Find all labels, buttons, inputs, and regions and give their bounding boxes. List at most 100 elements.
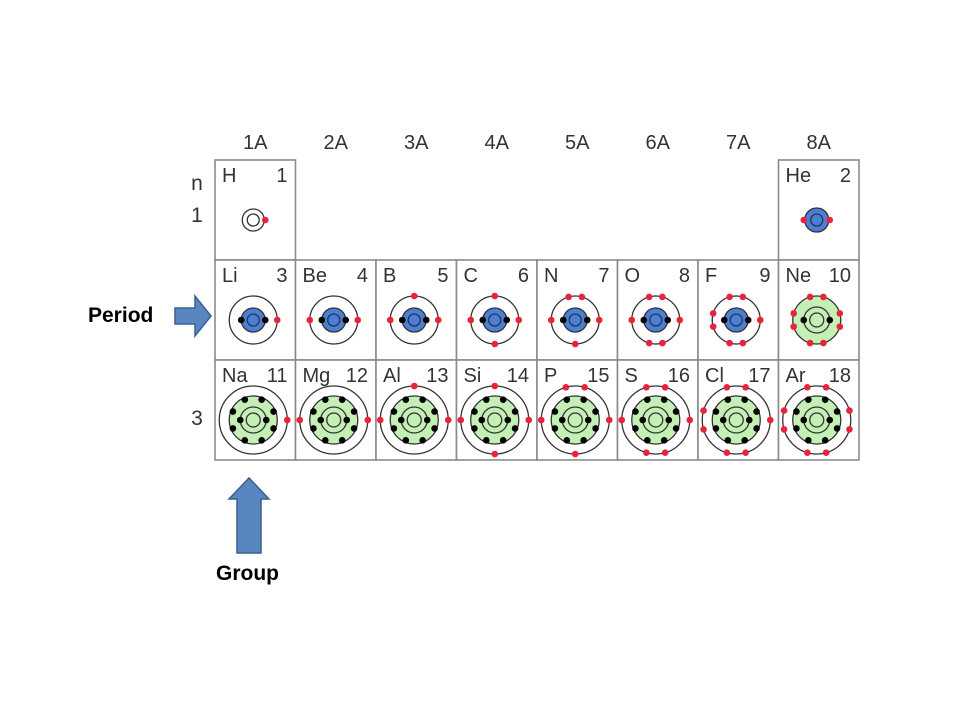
valence-electron — [565, 293, 572, 301]
element-symbol: Li — [222, 265, 238, 287]
inner-electron — [419, 437, 426, 444]
valence-electron — [661, 449, 669, 456]
inner-electron — [741, 396, 748, 403]
group-header-2A: 2A — [324, 132, 349, 154]
valence-electron — [434, 316, 442, 324]
atom-model-icon — [790, 293, 844, 347]
inner-electron — [640, 316, 648, 324]
valence-electron — [806, 293, 814, 301]
valence-electron — [806, 339, 814, 347]
inner-electron — [551, 425, 559, 432]
valence-electron — [354, 316, 362, 324]
inner-electron — [397, 416, 405, 424]
inner-electron — [431, 408, 438, 415]
valence-electron — [742, 384, 749, 391]
valence-electron — [467, 316, 475, 324]
inner-electron — [310, 425, 317, 432]
inner-electron — [229, 425, 237, 432]
valence-electron — [410, 382, 418, 390]
group-header-5A: 5A — [565, 132, 590, 154]
inner-electron — [753, 408, 760, 415]
inner-electron — [402, 437, 410, 444]
atomic-number: 6 — [518, 265, 529, 287]
valence-electron — [525, 416, 533, 424]
inner-electron — [322, 396, 329, 403]
atomic-number: 4 — [357, 265, 368, 287]
inner-electron — [592, 408, 599, 415]
valence-electron — [804, 449, 811, 456]
inner-electron — [258, 437, 265, 444]
inner-electron — [422, 316, 430, 324]
valence-electron — [676, 316, 684, 324]
period-row-labels: n13 — [191, 172, 203, 430]
inner-electron — [390, 425, 398, 432]
valence-electron — [581, 384, 588, 391]
valence-electron — [800, 216, 808, 224]
valence-electron — [364, 416, 372, 424]
atom-model-icon — [306, 295, 362, 345]
inner-electron — [744, 316, 752, 324]
valence-electron — [766, 416, 774, 424]
inner-electron — [583, 316, 591, 324]
inner-electron — [503, 316, 511, 324]
inner-electron — [479, 316, 487, 324]
inner-electron — [241, 396, 249, 403]
inner-electron — [262, 416, 270, 424]
inner-electron — [236, 416, 244, 424]
valence-electron — [515, 316, 523, 324]
valence-electron — [836, 310, 844, 317]
atomic-number: 12 — [346, 365, 368, 387]
inner-electron — [672, 425, 680, 432]
atom-model-icon — [700, 384, 774, 456]
valence-electron — [261, 216, 269, 224]
atomic-number: 15 — [587, 365, 609, 387]
inner-electron — [478, 416, 486, 424]
element-symbol: Be — [303, 265, 327, 287]
atomic-number: 14 — [507, 365, 529, 387]
element-symbol: Mg — [303, 365, 331, 387]
element-symbol: C — [464, 265, 478, 287]
atomic-number: 13 — [426, 365, 448, 387]
inner-electron — [793, 408, 800, 415]
inner-electron — [724, 437, 732, 444]
valence-electron — [739, 339, 747, 347]
group-header-1A: 1A — [243, 132, 268, 154]
valence-electron — [661, 384, 669, 391]
inner-electron — [753, 425, 760, 432]
valence-electron — [686, 416, 694, 424]
inner-electron — [499, 437, 507, 444]
inner-electron — [712, 408, 720, 415]
inner-electron — [805, 437, 812, 444]
group-header-7A: 7A — [726, 132, 751, 154]
atomic-number: 11 — [267, 365, 288, 387]
inner-electron — [826, 316, 834, 324]
inner-electron — [471, 425, 478, 432]
valence-electron — [306, 316, 314, 324]
group-header-8A: 8A — [807, 132, 832, 154]
atomic-number: 10 — [829, 265, 851, 287]
inner-electron — [563, 396, 571, 403]
inner-electron — [261, 316, 269, 324]
valence-electron — [643, 384, 650, 391]
valence-electron — [537, 416, 545, 424]
atom-model-icon — [296, 385, 372, 455]
valence-electron — [547, 316, 555, 324]
annotation-arrows — [174, 293, 271, 554]
inner-electron — [310, 408, 317, 415]
inner-electron — [499, 396, 507, 403]
period-number-3: 3 — [191, 407, 203, 430]
group-header-3A: 3A — [404, 132, 429, 154]
atom-model-icon — [457, 382, 533, 458]
inner-electron — [580, 437, 587, 444]
inner-electron — [833, 408, 841, 415]
valence-electron — [780, 426, 788, 433]
inner-electron — [639, 416, 647, 424]
inner-electron — [483, 396, 490, 403]
